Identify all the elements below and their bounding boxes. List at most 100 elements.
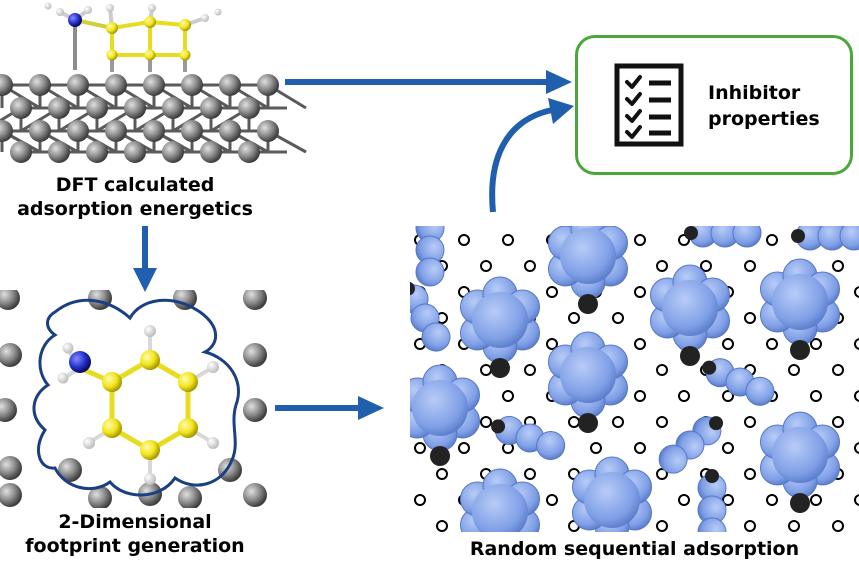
metal-atom: [58, 458, 82, 482]
arrow-dft-to-properties: [285, 70, 572, 94]
lattice-site: [546, 338, 558, 350]
arrow-footprint-to-rsa: [275, 396, 384, 420]
lattice-site: [788, 364, 800, 376]
lattice-site: [414, 494, 426, 506]
adsorbed-small: [702, 358, 775, 406]
lattice-site: [546, 494, 558, 506]
lattice-site: [458, 234, 470, 246]
lattice-site: [832, 520, 844, 532]
lattice-site: [810, 390, 822, 402]
metal-atom: [29, 120, 51, 142]
adsorbed-small: [491, 415, 566, 461]
metal-atom: [10, 141, 32, 163]
footprint-label-line2: footprint generation: [25, 535, 245, 557]
lattice-site: [788, 520, 800, 532]
adsorbed-footprint: [571, 456, 653, 532]
metal-atom: [219, 74, 241, 96]
lattice-site: [612, 416, 624, 428]
lattice-site: [854, 286, 859, 298]
lattice-site: [656, 260, 668, 272]
metal-atom: [105, 120, 127, 142]
metal-atom: [181, 74, 203, 96]
adsorbed-small: [410, 281, 451, 352]
lattice-site: [832, 416, 844, 428]
checklist-icon: [614, 63, 684, 147]
metal-atom: [124, 97, 146, 119]
inhibitor-label-line2: properties: [708, 108, 820, 130]
inhibitor-label-line1: Inhibitor: [708, 82, 801, 104]
lattice-site: [810, 338, 822, 350]
metal-atom: [67, 120, 89, 142]
metal-atom: [0, 120, 13, 142]
adsorbed-footprint: [459, 276, 541, 378]
lattice-site: [722, 494, 734, 506]
metal-atom: [238, 97, 260, 119]
lattice-site: [524, 468, 536, 480]
metal-atom: [243, 343, 267, 367]
footprint-image: [0, 290, 267, 508]
dft-slab-image: [0, 2, 307, 163]
lattice-site: [568, 416, 580, 428]
lattice-site: [678, 390, 690, 402]
metal-atom: [29, 74, 51, 96]
metal-atom: [238, 141, 260, 163]
metal-atom: [0, 343, 22, 367]
adsorbed-footprint: [459, 468, 541, 532]
lattice-site: [590, 442, 602, 454]
lattice-site: [700, 260, 712, 272]
metal-atom: [200, 97, 222, 119]
lattice-site: [832, 260, 844, 272]
adsorbed-molecule: [59, 7, 206, 72]
adsorbed-small: [697, 469, 727, 532]
metal-atom: [88, 486, 112, 508]
lattice-site: [722, 338, 734, 350]
metal-atom: [86, 97, 108, 119]
lattice-site: [568, 312, 580, 324]
lattice-site: [656, 520, 668, 532]
adsorbed-footprint: [759, 258, 841, 360]
lattice-site: [524, 260, 536, 272]
lattice-site: [634, 390, 646, 402]
metal-atom: [0, 74, 13, 96]
adsorbed-footprint: [649, 264, 731, 366]
metal-atom: [243, 483, 267, 507]
adsorbed-footprint: [759, 411, 841, 513]
metal-atom: [67, 74, 89, 96]
metal-atom: [0, 456, 22, 480]
lattice-site: [678, 234, 690, 246]
metal-atom: [257, 74, 279, 96]
lattice-site: [744, 312, 756, 324]
arrow-rsa-to-properties: [489, 98, 574, 213]
lattice-site: [656, 364, 668, 376]
metal-atom: [0, 483, 22, 507]
lattice-site: [546, 286, 558, 298]
rsa-image: [410, 226, 859, 532]
lattice-site: [766, 234, 778, 246]
lattice-site: [414, 442, 426, 454]
lattice-site: [854, 338, 859, 350]
rsa-label: Random sequential adsorption: [469, 538, 800, 560]
metal-atom: [0, 398, 17, 422]
lattice-site: [502, 234, 514, 246]
lattice-site: [810, 494, 822, 506]
metal-atom: [48, 141, 70, 163]
metal-atom: [162, 97, 184, 119]
adsorbed-small: [791, 226, 859, 251]
lattice-site: [722, 442, 734, 454]
lattice-site: [480, 416, 492, 428]
lattice-site: [436, 468, 448, 480]
lattice-site: [524, 364, 536, 376]
metal-atom: [143, 74, 165, 96]
dft-label-line2: adsorption energetics: [17, 198, 253, 220]
adsorbed-small: [658, 416, 724, 474]
metal-atom: [257, 120, 279, 142]
lattice-site: [744, 416, 756, 428]
lattice-site: [480, 260, 492, 272]
lattice-site: [502, 390, 514, 402]
adsorbed-footprint: [547, 226, 629, 314]
metal-atom: [243, 290, 267, 310]
lattice-site: [634, 338, 646, 350]
adsorbed-small: [684, 226, 762, 248]
lattice-site: [766, 494, 778, 506]
lattice-site: [854, 442, 859, 454]
